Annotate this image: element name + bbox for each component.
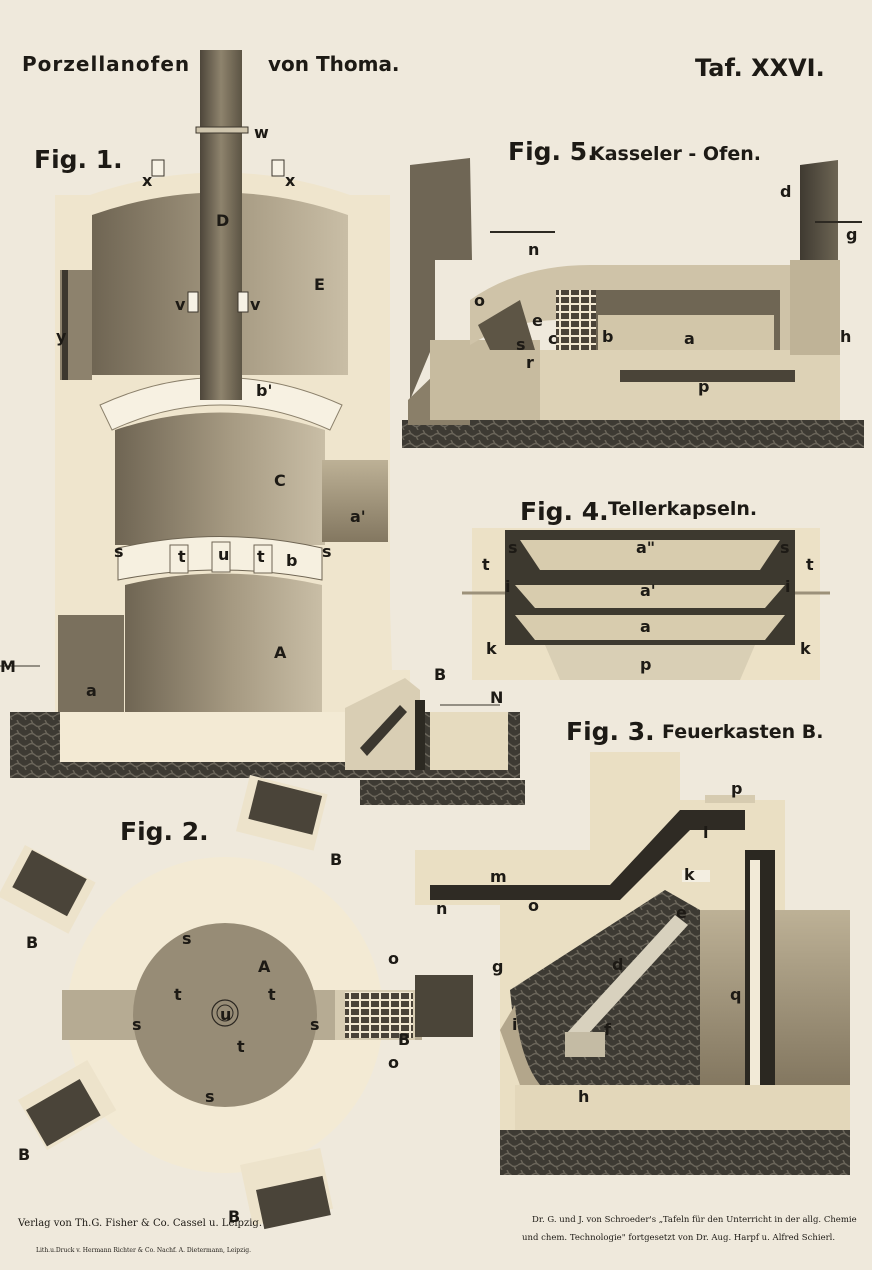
fig4-tellerkapseln [462, 528, 830, 680]
fig3-label-m: m [490, 867, 507, 886]
fig3-label-e: e [676, 903, 687, 922]
fig5-label-d: d [780, 182, 791, 201]
fig4-title: Fig. 4. [520, 497, 609, 526]
fig2-label-o-top: o [388, 949, 399, 968]
fig1-label-D: D [216, 211, 229, 230]
fig2-label-t3: t [237, 1037, 245, 1056]
fig5-label-b: b [602, 327, 613, 346]
plate-number: Taf. XXVI. [695, 54, 825, 82]
fig2-kiln-plan [0, 775, 473, 1230]
fig1-kiln-section [0, 50, 525, 805]
fig2-label-o-bottom: o [388, 1053, 399, 1072]
fig3-label-h: h [578, 1087, 589, 1106]
fig3-subtitle: Feuerkasten B. [662, 721, 823, 743]
credit-line-1: Dr. G. und J. von Schroeder's „Tafeln fü… [532, 1215, 857, 1225]
fig5-title: Fig. 5. [508, 137, 597, 166]
fig3-label-n: n [436, 899, 447, 918]
fig5-label-n: n [528, 240, 539, 259]
fig3-label-i: i [512, 1015, 517, 1034]
fig5-label-p: p [698, 377, 709, 396]
fig3-label-f: f [604, 1020, 612, 1039]
fig4-label-a: a [640, 617, 651, 636]
fig3-title: Fig. 3. [566, 717, 655, 746]
fig5-label-a: a [684, 329, 695, 348]
fig2-label-s1: s [182, 929, 192, 948]
title-left: Porzellanofen [22, 52, 190, 76]
fig2-label-A: A [258, 957, 271, 976]
fig1-label-E: E [314, 275, 325, 294]
fig1-label-v-right: v [250, 295, 261, 314]
fig1-title: Fig. 1. [34, 145, 123, 174]
fig3-feuerkasten [415, 752, 850, 1175]
fig2-label-B-right: B [398, 1030, 410, 1049]
fig1-label-b-prime: b' [256, 381, 272, 400]
fig4-subtitle: Tellerkapseln. [608, 498, 757, 520]
fig3-label-d: d [612, 955, 623, 974]
fig1-label-a: a [86, 681, 97, 700]
printer-line: Lith.u.Druck v. Hermann Richter & Co. Na… [36, 1247, 251, 1254]
publisher-line: Verlag von Th.G. Fisher & Co. Cassel u. … [17, 1218, 262, 1229]
fig2-title: Fig. 2. [120, 817, 209, 846]
fig4-label-t-right: t [806, 555, 814, 574]
fig4-label-t-left: t [482, 555, 490, 574]
fig1-label-w: w [254, 123, 269, 142]
fig1-label-A: A [274, 643, 287, 662]
fig1-label-u: u [218, 545, 229, 564]
fig5-label-g: g [846, 225, 857, 244]
fig3-label-o: o [528, 896, 539, 915]
credit-line-2: und chem. Technologie" fortgesetzt von D… [522, 1233, 835, 1243]
fig4-label-a1: a' [640, 581, 656, 600]
fig2-label-t1: t [174, 985, 182, 1004]
fig5-label-c: c [548, 329, 557, 348]
fig5-subtitle: Kasseler - Ofen. [590, 143, 761, 165]
fig5-label-e: e [532, 311, 543, 330]
title-right: von Thoma. [268, 52, 400, 76]
fig4-label-i-left: i [505, 577, 510, 596]
fig2-label-s4: s [205, 1087, 215, 1106]
fig1-label-N: N [490, 688, 503, 707]
fig3-label-l: l [703, 823, 708, 842]
fig3-label-g: g [492, 957, 503, 976]
fig1-label-t-right: t [257, 547, 265, 566]
fig1-label-B: B [434, 665, 446, 684]
fig1-label-M: M [0, 657, 16, 676]
fig4-label-p: p [640, 655, 651, 674]
fig5-kasseler-ofen [402, 158, 864, 448]
fig1-label-s-left: s [114, 542, 124, 561]
fig4-label-s-right: s [780, 538, 790, 557]
fig1-label-b: b [286, 551, 297, 570]
fig4-label-i-right: i [785, 577, 790, 596]
fig2-label-t2: t [268, 985, 276, 1004]
fig2-label-s3: s [310, 1015, 320, 1034]
fig1-label-a-prime: a' [350, 507, 366, 526]
fig1-label-y: y [56, 327, 67, 346]
fig5-label-r: r [526, 353, 534, 372]
fig2-label-B-top: B [330, 850, 342, 869]
fig2-label-u: u [220, 1005, 231, 1024]
fig5-label-h: h [840, 327, 851, 346]
fig5-label-s: s [516, 335, 526, 354]
fig1-label-s-right: s [322, 542, 332, 561]
fig2-label-B-bottom: B [228, 1207, 240, 1226]
fig4-label-s-left: s [508, 538, 518, 557]
fig2-label-B-bottom-left: B [18, 1145, 30, 1164]
fig5-label-o: o [474, 291, 485, 310]
fig3-label-p: p [731, 779, 742, 798]
fig1-label-C: C [274, 471, 286, 490]
fig1-label-x-left: x [142, 171, 153, 190]
fig1-label-x-right: x [285, 171, 296, 190]
fig3-label-k: k [684, 865, 695, 884]
fig4-label-k-right: k [800, 639, 811, 658]
fig4-label-k-left: k [486, 639, 497, 658]
fig1-label-t-left: t [178, 547, 186, 566]
fig1-label-v-left: v [175, 295, 186, 314]
fig2-label-B-left: B [26, 933, 38, 952]
fig2-label-s2: s [132, 1015, 142, 1034]
fig4-label-a2: a" [636, 538, 655, 557]
fig3-label-q: q [730, 985, 741, 1004]
